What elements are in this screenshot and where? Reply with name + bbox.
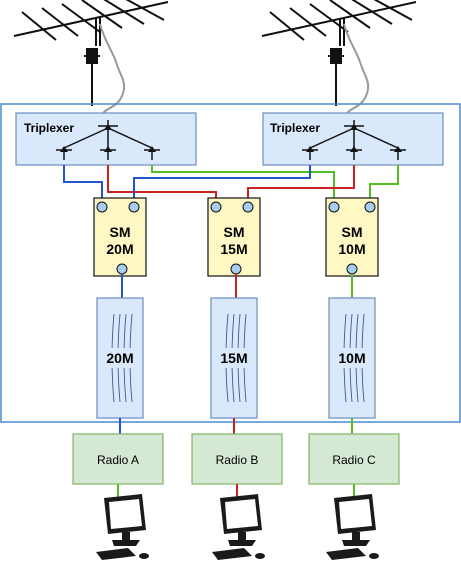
triplexer-left-label: Triplexer <box>24 121 74 135</box>
triplexer-right-label: Triplexer <box>270 121 320 135</box>
antenna-left <box>13 0 169 120</box>
sm-20m-line1: SM <box>110 224 131 240</box>
feed-right-20m <box>133 165 311 206</box>
computer-b-icon <box>212 494 265 560</box>
radio-b-label: Radio B <box>216 453 259 467</box>
sm-20m-line2: 20M <box>106 241 133 257</box>
sm-15m: SM 15M <box>207 197 261 277</box>
sm-10m-line2: 10M <box>338 241 365 257</box>
radio-a-label: Radio A <box>97 453 139 467</box>
sm-15m-line2: 15M <box>220 241 247 257</box>
sm-20m: SM 20M <box>93 197 147 277</box>
antenna-right <box>261 0 417 120</box>
sm-15m-line1: SM <box>224 224 245 240</box>
feed-left-20m <box>63 165 103 206</box>
filter-10m-label: 10M <box>338 350 365 366</box>
feed-right-15m <box>247 165 355 206</box>
computer-a-icon <box>96 494 149 560</box>
station-enclosure <box>0 103 461 423</box>
filter-15m-label: 15M <box>220 350 247 366</box>
filter-15m: 15M <box>210 297 258 419</box>
filter-20m: 20M <box>96 297 144 419</box>
filter-20m-label: 20M <box>106 350 133 366</box>
radio-a: Radio A <box>72 433 164 485</box>
filter-10m: 10M <box>328 297 376 419</box>
triplexer-right: Triplexer <box>262 112 444 166</box>
radio-c: Radio C <box>308 433 400 485</box>
triplexer-left: Triplexer <box>15 112 197 166</box>
radio-c-label: Radio C <box>332 453 376 467</box>
sm-10m-line1: SM <box>342 224 363 240</box>
radio-b: Radio B <box>191 433 283 485</box>
feed-right-10m <box>369 165 399 206</box>
computer-c-icon <box>326 494 379 560</box>
sm-10m: SM 10M <box>325 197 379 277</box>
